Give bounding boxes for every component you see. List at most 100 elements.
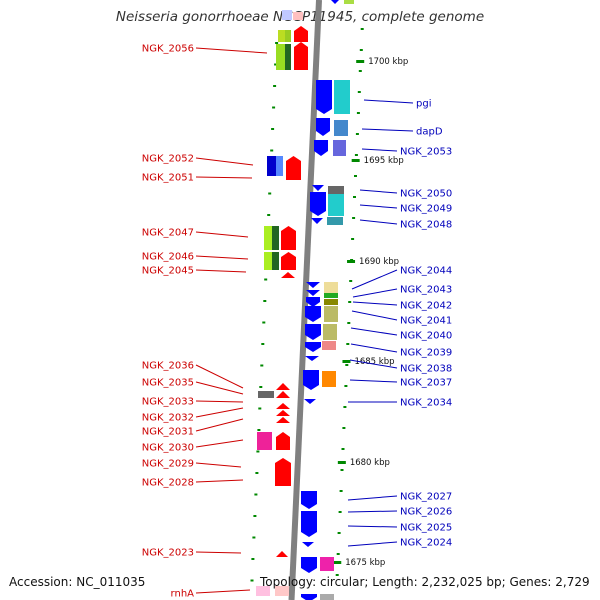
gene-block[interactable] xyxy=(322,371,336,387)
gene-label-NGK_2039[interactable]: NGK_2039 xyxy=(400,348,452,359)
forward-gene-arrow[interactable] xyxy=(276,383,290,390)
gene-label-NGK_2053[interactable]: NGK_2053 xyxy=(400,147,452,158)
reverse-gene-arrow[interactable] xyxy=(305,356,319,361)
gene-block[interactable] xyxy=(285,44,291,70)
reverse-gene-arrow[interactable] xyxy=(305,324,321,340)
reverse-gene-arrow[interactable] xyxy=(304,399,316,404)
gene-label-NGK_2050[interactable]: NGK_2050 xyxy=(400,189,452,200)
gene-block[interactable] xyxy=(267,156,276,176)
forward-gene-arrow[interactable] xyxy=(275,458,291,486)
reverse-gene-arrow[interactable] xyxy=(306,282,320,288)
gene-label-NGK_2046[interactable]: NGK_2046 xyxy=(142,252,194,263)
gene-block[interactable] xyxy=(285,30,291,42)
reverse-gene-arrow[interactable] xyxy=(314,140,328,156)
reverse-gene-arrow[interactable] xyxy=(310,192,326,216)
forward-gene-arrow[interactable] xyxy=(276,432,290,450)
gene-block[interactable] xyxy=(324,299,338,305)
gene-block[interactable] xyxy=(272,252,279,270)
gene-label-NGK_2036[interactable]: NGK_2036 xyxy=(142,361,194,372)
reverse-gene-arrow[interactable] xyxy=(306,297,320,307)
gene-block[interactable] xyxy=(293,12,303,20)
gene-label-NGK_2042[interactable]: NGK_2042 xyxy=(400,301,452,312)
gene-label-NGK_2048[interactable]: NGK_2048 xyxy=(400,220,452,231)
forward-gene-arrow[interactable] xyxy=(276,391,290,398)
gene-block[interactable] xyxy=(334,80,350,114)
gene-label-NGK_2024[interactable]: NGK_2024 xyxy=(400,538,452,549)
forward-gene-arrow[interactable] xyxy=(276,551,288,557)
gene-label-NGK_2026[interactable]: NGK_2026 xyxy=(400,507,452,518)
gene-label-NGK_2030[interactable]: NGK_2030 xyxy=(142,443,194,454)
forward-gene-arrow[interactable] xyxy=(276,417,290,423)
gene-label-NGK_2049[interactable]: NGK_2049 xyxy=(400,204,452,215)
gene-label-NGK_2038[interactable]: NGK_2038 xyxy=(400,364,452,375)
reverse-gene-arrow[interactable] xyxy=(316,118,330,136)
gene-label-NGK_2040[interactable]: NGK_2040 xyxy=(400,331,452,342)
gene-block[interactable] xyxy=(333,140,346,156)
gene-block[interactable] xyxy=(258,391,274,398)
forward-gene-arrow[interactable] xyxy=(286,156,301,180)
gene-block[interactable] xyxy=(256,586,270,596)
gene-label-NGK_2031[interactable]: NGK_2031 xyxy=(142,427,194,438)
gene-block[interactable] xyxy=(275,586,289,596)
gene-block[interactable] xyxy=(320,594,334,600)
gene-block[interactable] xyxy=(327,217,343,225)
gene-label-NGK_2043[interactable]: NGK_2043 xyxy=(400,285,452,296)
gene-label-NGK_2028[interactable]: NGK_2028 xyxy=(142,478,194,489)
gene-label-dapD[interactable]: dapD xyxy=(416,127,443,138)
gene-block[interactable] xyxy=(320,557,334,571)
reverse-gene-arrow[interactable] xyxy=(303,370,319,390)
reverse-gene-arrow[interactable] xyxy=(330,0,340,4)
gene-block[interactable] xyxy=(334,120,348,136)
forward-gene-arrow[interactable] xyxy=(281,272,295,278)
gene-block[interactable] xyxy=(328,194,344,216)
gene-label-NGK_2035[interactable]: NGK_2035 xyxy=(142,378,194,389)
forward-gene-arrow[interactable] xyxy=(294,42,308,70)
gene-label-NGK_2051[interactable]: NGK_2051 xyxy=(142,173,194,184)
gene-block[interactable] xyxy=(272,226,279,250)
gene-label-NGK_2037[interactable]: NGK_2037 xyxy=(400,378,452,389)
gene-label-NGK_2029[interactable]: NGK_2029 xyxy=(142,459,194,470)
gene-label-NGK_2025[interactable]: NGK_2025 xyxy=(400,523,452,534)
gene-label-NGK_2056[interactable]: NGK_2056 xyxy=(142,44,194,55)
gene-label-NGK_2032[interactable]: NGK_2032 xyxy=(142,413,194,424)
gene-label-NGK_2047[interactable]: NGK_2047 xyxy=(142,228,194,239)
gene-label-NGK_2033[interactable]: NGK_2033 xyxy=(142,397,194,408)
gene-block[interactable] xyxy=(264,226,272,250)
gene-label-pgi[interactable]: pgi xyxy=(416,99,431,110)
reverse-gene-arrow[interactable] xyxy=(301,594,317,600)
gene-label-rnhA[interactable]: rnhA xyxy=(171,589,195,600)
forward-gene-arrow[interactable] xyxy=(276,403,290,409)
reverse-gene-arrow[interactable] xyxy=(312,185,324,191)
forward-gene-arrow[interactable] xyxy=(281,252,296,270)
reverse-gene-arrow[interactable] xyxy=(305,342,321,352)
reverse-gene-arrow[interactable] xyxy=(301,517,317,537)
gene-block[interactable] xyxy=(276,156,283,176)
gene-block[interactable] xyxy=(282,10,292,20)
gene-label-NGK_2044[interactable]: NGK_2044 xyxy=(400,266,452,277)
gene-block[interactable] xyxy=(278,30,285,42)
gene-label-NGK_2023[interactable]: NGK_2023 xyxy=(142,548,194,559)
reverse-gene-arrow[interactable] xyxy=(305,306,321,322)
gene-block[interactable] xyxy=(344,0,354,4)
gene-block[interactable] xyxy=(257,432,272,450)
gene-block[interactable] xyxy=(328,186,344,194)
gene-block[interactable] xyxy=(264,252,272,270)
gene-block[interactable] xyxy=(322,341,336,350)
reverse-gene-arrow[interactable] xyxy=(302,542,314,547)
gene-block[interactable] xyxy=(323,324,337,340)
gene-label-NGK_2052[interactable]: NGK_2052 xyxy=(142,154,194,165)
reverse-gene-arrow[interactable] xyxy=(306,290,320,296)
reverse-gene-arrow[interactable] xyxy=(301,491,317,509)
gene-block[interactable] xyxy=(324,293,338,298)
gene-block[interactable] xyxy=(324,306,338,322)
reverse-gene-arrow[interactable] xyxy=(311,218,323,224)
reverse-gene-arrow[interactable] xyxy=(316,80,332,114)
forward-gene-arrow[interactable] xyxy=(281,226,296,250)
gene-block[interactable] xyxy=(276,44,285,70)
gene-label-NGK_2041[interactable]: NGK_2041 xyxy=(400,316,452,327)
forward-gene-arrow[interactable] xyxy=(276,410,290,416)
forward-gene-arrow[interactable] xyxy=(294,26,308,42)
gene-label-NGK_2034[interactable]: NGK_2034 xyxy=(400,398,452,409)
gene-block[interactable] xyxy=(324,282,338,293)
reverse-gene-arrow[interactable] xyxy=(301,557,317,573)
